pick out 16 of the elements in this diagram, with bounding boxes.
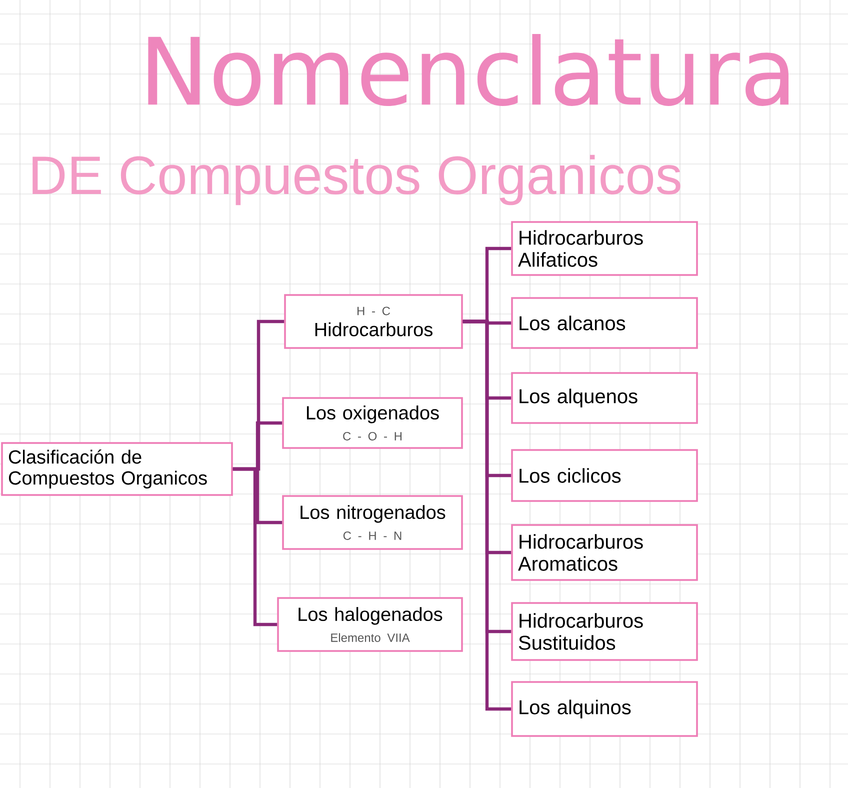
category-box: Los alquenos	[511, 372, 698, 424]
category-box: Los nitrogenados C - H - N	[282, 495, 463, 550]
category-box: Los halogenados Elemento VIIA	[277, 597, 463, 652]
category-box: Clasificación de Compuestos Organicos	[1, 442, 233, 496]
connector-line	[232, 467, 278, 626]
category-box: Hidrocarburos Aromaticos	[511, 524, 698, 581]
category-box: Los alcanos	[511, 297, 698, 349]
connector-line	[462, 320, 512, 711]
subtitle: DE Compuestos Organicos	[32, 154, 680, 206]
category-box: H - C Hidrocarburos	[284, 294, 463, 349]
category-box: Los oxigenados C - O - H	[282, 397, 463, 449]
category-box: Hidrocarburos Sustituidos	[511, 602, 698, 661]
category-box: Hidrocarburos Alifaticos	[511, 221, 698, 276]
category-box: Los alquinos	[511, 681, 698, 737]
title: Nomenclatura	[148, 34, 788, 106]
category-box: Los ciclicos	[511, 449, 698, 502]
